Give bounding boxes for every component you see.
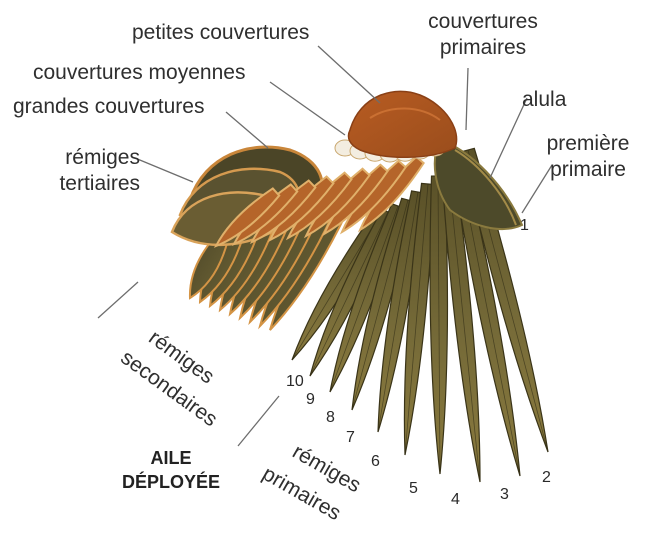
label-premiere-primaire-line1: première	[538, 132, 638, 156]
diagram-title: AILE DÉPLOYÉE	[118, 446, 224, 494]
label-grandes-couvertures: grandes couvertures	[13, 95, 204, 119]
primary-number-2: 2	[542, 470, 551, 486]
primary-number-5: 5	[409, 481, 418, 497]
primary-number-8: 8	[326, 410, 335, 426]
primary-number-6: 6	[371, 454, 380, 470]
label-couvertures-primaires-line1: couvertures	[428, 10, 538, 34]
label-remiges-tertiaires-line2: tertiaires	[30, 172, 140, 196]
primary-number-1: 1	[520, 218, 529, 234]
primary-number-3: 3	[500, 487, 509, 503]
label-alula: alula	[522, 88, 566, 112]
diagram-title-line2: DÉPLOYÉE	[118, 470, 224, 494]
label-premiere-primaire-line2: primaire	[538, 158, 638, 182]
label-couvertures-moyennes: couvertures moyennes	[33, 61, 245, 85]
diagram-title-line1: AILE	[118, 446, 224, 470]
primary-number-10: 10	[286, 374, 304, 390]
primary-number-9: 9	[306, 392, 315, 408]
primary-number-4: 4	[451, 492, 460, 508]
primary-number-7: 7	[346, 430, 355, 446]
label-petites-couvertures: petites couvertures	[132, 21, 309, 45]
lesser-coverts	[348, 91, 456, 157]
label-couvertures-primaires-line2: primaires	[428, 36, 538, 60]
label-remiges-tertiaires-line1: rémiges	[30, 146, 140, 170]
